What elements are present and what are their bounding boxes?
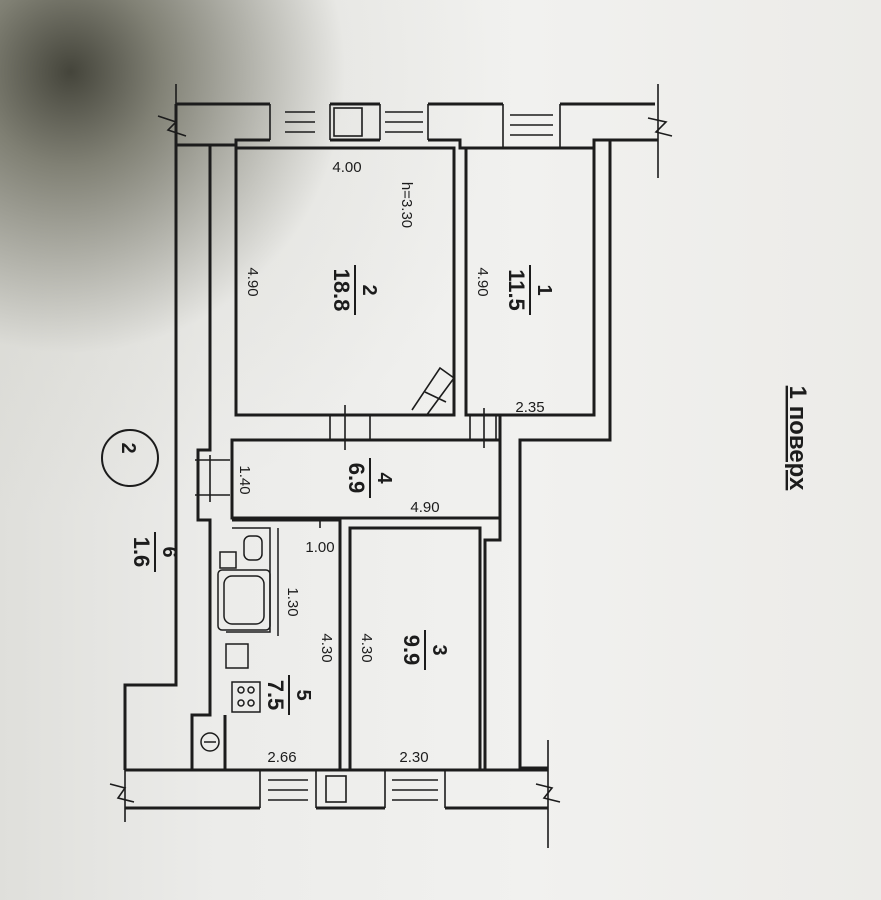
- walls: [123, 102, 658, 810]
- ceiling-height-label: h=3.30: [398, 182, 415, 228]
- room-2-number: 2: [358, 284, 380, 295]
- room-3-number: 3: [428, 644, 450, 655]
- left-wall-outer: [123, 104, 178, 770]
- right-wall-outer: [518, 140, 612, 770]
- room-5-area: 7.5: [263, 680, 288, 711]
- top-wall-inner: [176, 138, 270, 147]
- door-marks: [195, 366, 497, 528]
- room1-width-label: 2.35: [515, 399, 544, 416]
- room-1-label: 1 11.5: [504, 265, 555, 315]
- room5-width-label: 2.66: [267, 749, 296, 766]
- break-mark-top-right: [647, 117, 673, 137]
- window-top-left: [269, 104, 331, 140]
- room-1-area: 11.5: [504, 269, 529, 311]
- room-2-label: 2 18.8: [329, 265, 380, 315]
- room-3-area: 9.9: [399, 635, 424, 666]
- room-2-area: 18.8: [329, 269, 354, 312]
- toilet: [243, 535, 263, 561]
- fixtures: [200, 527, 279, 752]
- wc-width-label: 1.00: [305, 539, 334, 556]
- room5-outline: [223, 518, 342, 772]
- window-bottom-left: [259, 770, 317, 808]
- room-4-number: 4: [373, 472, 395, 484]
- window-bottom-right: [384, 770, 446, 808]
- room-3-label: 3 9.9: [399, 630, 450, 670]
- washbasin: [219, 551, 237, 569]
- room1-outline: [464, 146, 596, 417]
- building-number: 2: [117, 442, 139, 453]
- hall-length-label: 4.90: [410, 499, 439, 516]
- room2-width-label: 4.00: [332, 159, 361, 176]
- window-box-top: [333, 107, 363, 137]
- window-top-middle: [379, 104, 429, 140]
- windows: [259, 104, 561, 808]
- room-5-number: 5: [292, 689, 314, 700]
- room-1-number: 1: [533, 284, 555, 295]
- window-top-right: [502, 104, 561, 148]
- building-number-circle: [101, 429, 159, 487]
- window-box-bottom: [325, 775, 347, 803]
- room-4-label: 4 6.9: [344, 458, 395, 498]
- bath-partition: [226, 527, 271, 633]
- room3-width-label: 2.30: [399, 749, 428, 766]
- stove: [231, 681, 261, 713]
- room-6-area: 1.6: [129, 537, 154, 568]
- hall-width-label: 1.40: [236, 465, 253, 494]
- hall-outline: [230, 438, 502, 520]
- gas-meter-symbol: [200, 732, 220, 752]
- room5-length-label: 4.30: [318, 633, 335, 662]
- stairs-symbol: [411, 366, 456, 417]
- room-6-number: 6: [158, 546, 180, 557]
- room-5-label: 5 7.5: [263, 675, 314, 715]
- room1-length-label: 4.90: [474, 267, 491, 296]
- room-4-area: 6.9: [344, 463, 369, 494]
- bath-width-label: 1.30: [284, 587, 301, 616]
- room-6-label: 6 1.6: [129, 532, 180, 572]
- break-mark-top-left: [157, 115, 187, 137]
- break-marks: [109, 84, 673, 848]
- room3-outline: [348, 526, 482, 772]
- room3-length-label: 4.30: [358, 633, 375, 662]
- left-wall-inner: [190, 145, 212, 770]
- break-mark-bottom-left: [109, 783, 135, 803]
- floor-title: 1 поверх: [784, 386, 811, 491]
- washbasin-2: [225, 643, 249, 669]
- room2-length-label: 4.90: [244, 267, 261, 296]
